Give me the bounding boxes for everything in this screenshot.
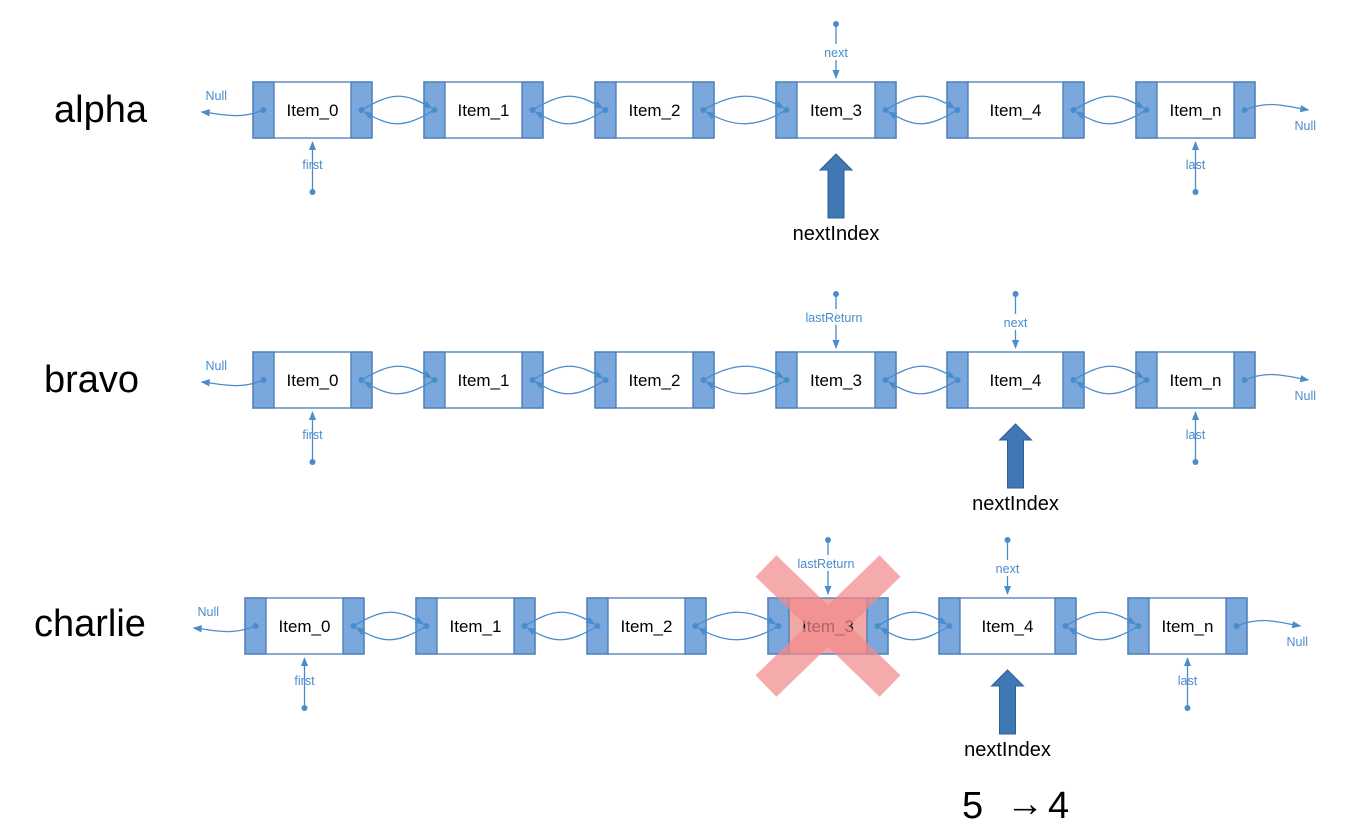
node-label: Item_4 — [990, 101, 1042, 120]
next-link-arrow — [703, 365, 785, 381]
first-label: first — [302, 158, 323, 172]
next-link-arrow — [885, 365, 956, 381]
last-label: last — [1178, 674, 1198, 688]
next-label: next — [996, 562, 1020, 576]
first-label: first — [294, 674, 315, 688]
last-return-label: lastReturn — [798, 557, 855, 571]
next-link-arrow — [361, 365, 433, 381]
next-link-arrow — [1073, 365, 1145, 381]
prev-link-arrow — [1075, 109, 1147, 125]
node-label: Item_3 — [810, 101, 862, 120]
prev-link-arrow — [705, 109, 787, 125]
next-label: next — [1004, 316, 1028, 330]
next-index-arrow — [818, 153, 854, 219]
next-index-label: nextIndex — [972, 493, 1059, 515]
next-link-arrow — [353, 611, 425, 627]
null-label-right: Null — [1287, 635, 1309, 649]
node-label: Item_1 — [458, 101, 510, 120]
node-label: Item_2 — [629, 101, 681, 120]
null-arrow-right — [1244, 373, 1310, 383]
node-label: Item_1 — [458, 371, 510, 390]
next-index-arrow — [990, 669, 1025, 735]
next-link-arrow — [361, 95, 433, 111]
row-title-bravo: bravo — [44, 359, 139, 401]
prev-link-arrow — [705, 379, 787, 395]
node-label: Item_4 — [982, 617, 1034, 636]
node-label: Item_2 — [629, 371, 681, 390]
prev-link-arrow — [363, 379, 435, 395]
prev-link-arrow — [355, 625, 427, 641]
prev-link-arrow — [1075, 379, 1147, 395]
next-link-arrow — [877, 611, 948, 627]
list-node — [946, 351, 1085, 409]
prev-link-arrow — [534, 379, 606, 395]
node-label: Item_0 — [287, 101, 339, 120]
row-title-charlie: charlie — [34, 603, 146, 645]
first-label: first — [302, 428, 323, 442]
last-return-label: lastReturn — [806, 311, 863, 325]
next-label-bg — [818, 44, 854, 60]
prev-link-arrow — [1067, 625, 1139, 641]
next-link-arrow — [703, 95, 785, 111]
next-link-arrow — [1065, 611, 1137, 627]
null-label-left: Null — [198, 605, 220, 619]
null-arrow-right — [1244, 103, 1310, 113]
null-arrow-left — [200, 379, 264, 387]
node-label: Item_0 — [279, 617, 331, 636]
row-title-alpha: alpha — [54, 89, 148, 131]
last-label: last — [1186, 158, 1206, 172]
null-label-right: Null — [1295, 119, 1317, 133]
null-arrow-left — [200, 109, 264, 117]
last-label: last — [1186, 428, 1206, 442]
null-label-left: Null — [206, 89, 228, 103]
prev-link-arrow — [534, 109, 606, 125]
next-label-bg — [997, 314, 1034, 330]
prev-link-arrow — [879, 625, 950, 641]
node-label: Item_3 — [810, 371, 862, 390]
next-label-bg — [989, 560, 1026, 576]
node-label: Item_n — [1170, 101, 1222, 120]
last-return-label-bg — [796, 309, 876, 325]
node-label: Item_n — [1162, 617, 1214, 636]
prev-link-arrow — [363, 109, 435, 125]
removed-cross-icon — [755, 555, 901, 697]
next-link-arrow — [532, 95, 604, 111]
next-index-label: nextIndex — [964, 739, 1051, 761]
last-return-label-bg — [788, 555, 868, 571]
next-link-arrow — [532, 365, 604, 381]
prev-link-arrow — [697, 625, 779, 641]
next-link-arrow — [1073, 95, 1145, 111]
next-link-arrow — [885, 95, 956, 111]
node-label: Item_1 — [450, 617, 502, 636]
next-link-arrow — [695, 611, 777, 627]
next-label: next — [824, 46, 848, 60]
node-label: Item_n — [1170, 371, 1222, 390]
index-change-arrow: → — [1006, 783, 1044, 825]
index-change-from: 5 — [962, 785, 983, 827]
null-arrow-right — [1236, 619, 1302, 629]
prev-link-arrow — [887, 109, 958, 125]
next-index-arrow — [998, 423, 1033, 489]
node-label: Item_2 — [621, 617, 673, 636]
null-label-right: Null — [1295, 389, 1317, 403]
index-change-to: 4 — [1048, 785, 1069, 827]
prev-link-arrow — [526, 625, 598, 641]
null-arrow-left — [192, 625, 256, 633]
node-label: Item_0 — [287, 371, 339, 390]
prev-link-arrow — [887, 379, 958, 395]
null-label-left: Null — [206, 359, 228, 373]
next-index-label: nextIndex — [793, 223, 880, 245]
cross-stroke — [755, 555, 901, 697]
node-label: Item_4 — [990, 371, 1042, 390]
next-link-arrow — [524, 611, 596, 627]
